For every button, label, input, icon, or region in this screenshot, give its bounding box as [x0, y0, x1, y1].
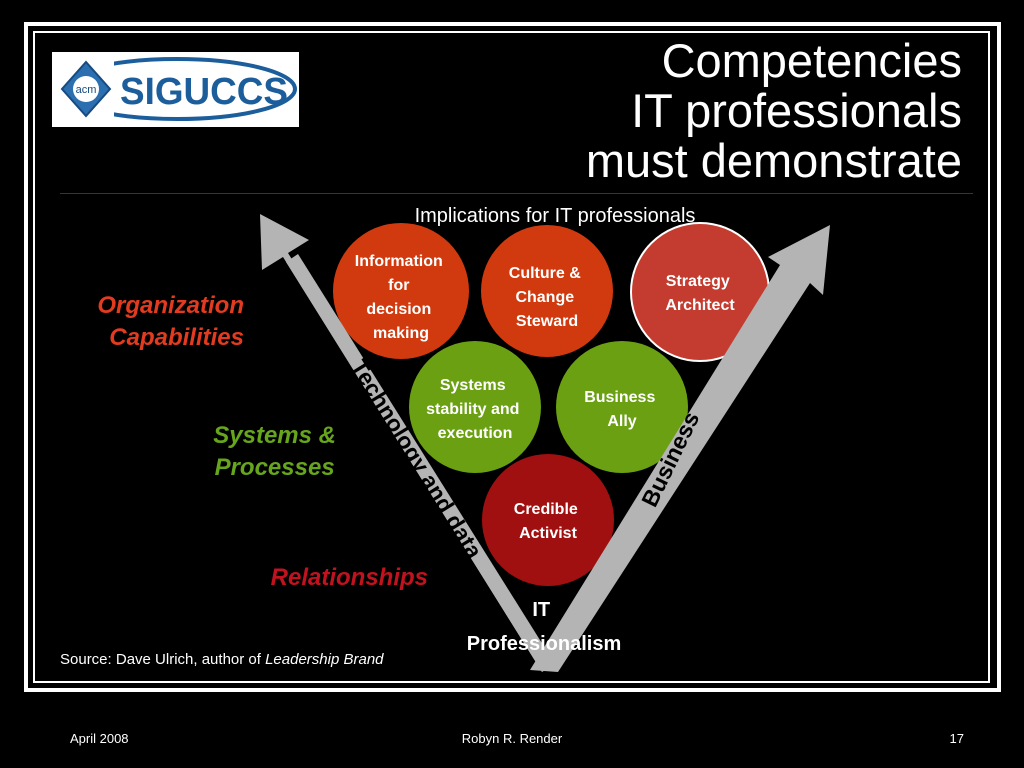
svg-text:IT Professionalism: IT Professionalism — [467, 599, 622, 655]
circle-strategy-architect: Strategy Architect — [630, 222, 770, 362]
circle-credible-activist: Credible Activist — [482, 454, 614, 586]
svg-text:Business Ally: Business Ally — [584, 389, 660, 430]
svg-text:Information for de: Information for decision making — [355, 253, 447, 342]
title-line-3: must demonstrate — [585, 134, 962, 187]
title-line-1: Competencies — [661, 34, 962, 87]
category-relationships: Relationships — [270, 564, 428, 591]
svg-text:Systems stability and: Systems stability and execution — [426, 377, 524, 442]
source-citation: Source: Dave Ulrich, author of Leadershi… — [60, 651, 384, 668]
siguccs-wordmark: SIGUCCS — [120, 71, 288, 113]
category-systems-processes: Systems & Processes — [213, 422, 336, 481]
diagram-subtitle: Implications for IT professionals — [414, 205, 696, 227]
slide-frame-outer — [24, 22, 1001, 692]
it-professionalism-label: IT Professionalism — [467, 599, 622, 655]
footer-page-number: 17 — [949, 731, 964, 746]
title-divider — [60, 193, 973, 194]
slide-title: Competencies IT professionals must demon… — [586, 36, 962, 186]
siguccs-logo: acm SIGUCCS — [52, 52, 299, 127]
footer-date: April 2008 — [70, 731, 129, 746]
svg-text:Culture & Change S: Culture & Change Steward — [509, 265, 585, 330]
acm-badge-icon: acm — [60, 60, 112, 118]
slide-frame-inner — [33, 31, 990, 683]
svg-text:Credible Activist: Credible Activist — [514, 501, 582, 542]
footer-author: Robyn R. Render — [461, 731, 563, 746]
circle-systems-stability: Systems stability and execution — [409, 341, 541, 473]
svg-text:Strategy Architect: Strategy Architect — [665, 273, 735, 314]
svg-text:acm: acm — [76, 84, 97, 96]
circle-information: Information for decision making — [333, 223, 469, 359]
category-organization-capabilities: Organization Capabilities — [97, 292, 244, 351]
title-line-2: IT professionals — [631, 84, 962, 137]
circle-business-ally: Business Ally — [556, 341, 688, 473]
circle-culture-change-steward: Culture & Change Steward — [481, 225, 613, 357]
